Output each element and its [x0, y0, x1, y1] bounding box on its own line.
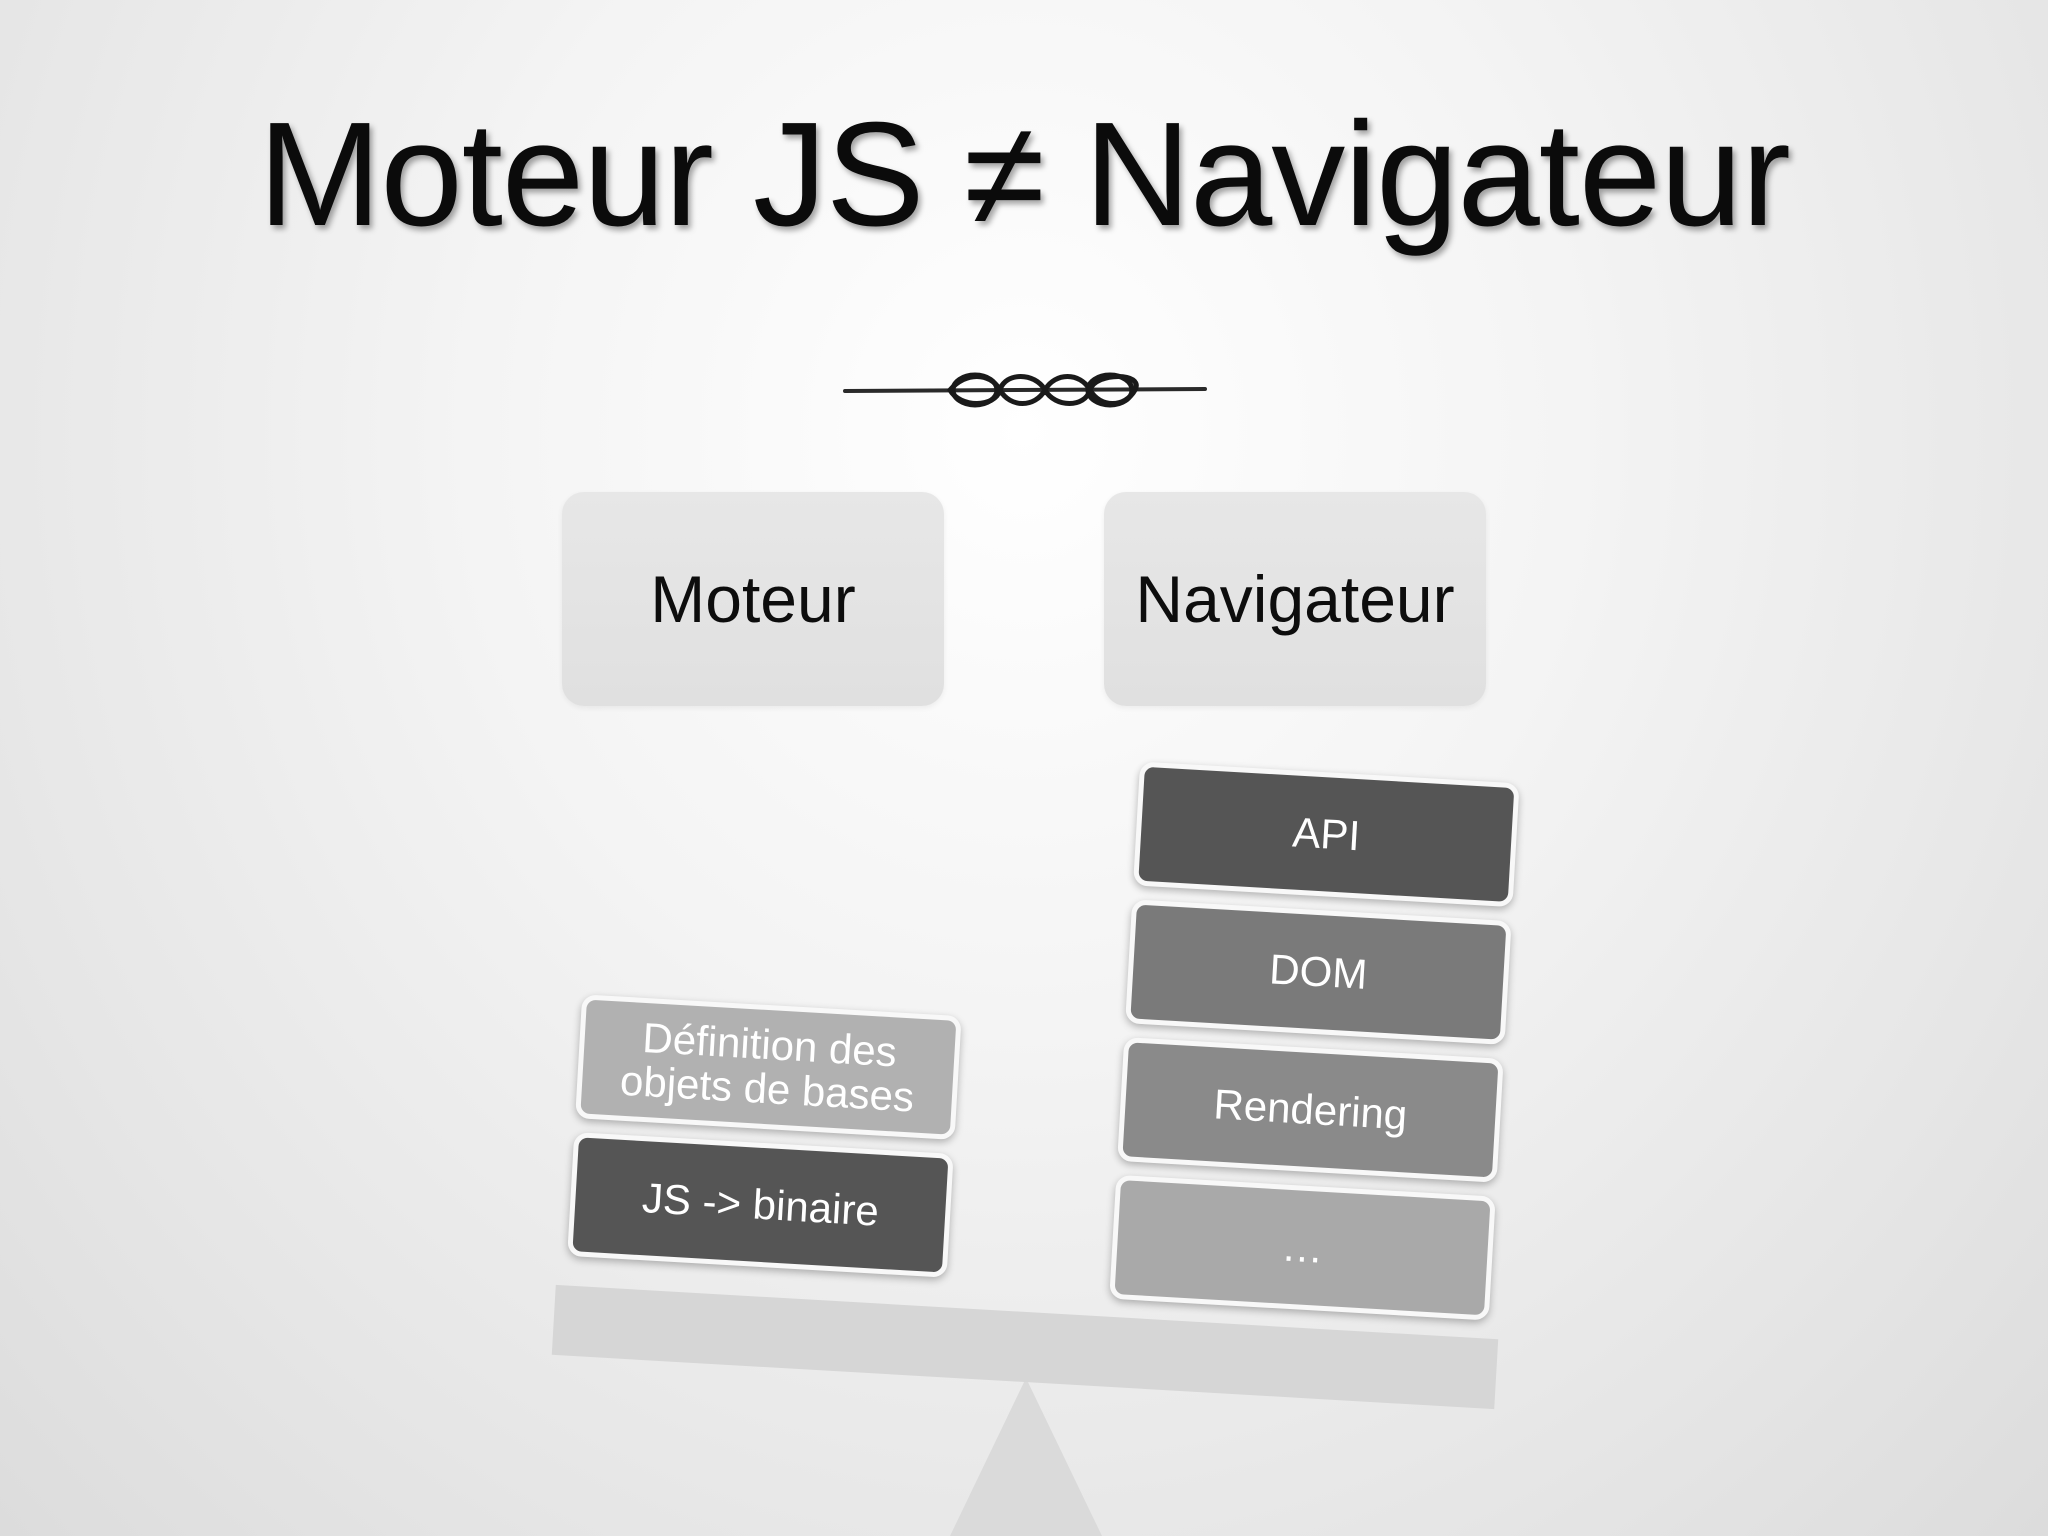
stack-block: API — [1133, 761, 1520, 908]
stack-block: Définition des objets de bases — [575, 994, 962, 1140]
moteur-header-label: Moteur — [650, 562, 856, 636]
stack-block: … — [1109, 1174, 1496, 1321]
moteur-header-box: Moteur — [562, 492, 944, 706]
navigateur-header-box: Navigateur — [1104, 492, 1486, 706]
block-label-dom: DOM — [1268, 945, 1369, 998]
navigateur-stack: API DOM Rendering … — [1108, 761, 1520, 1335]
stack-block: DOM — [1125, 899, 1512, 1045]
navigateur-header-label: Navigateur — [1135, 562, 1455, 636]
block-label-rendering: Rendering — [1212, 1080, 1409, 1139]
stack-block: JS -> binaire — [567, 1132, 954, 1278]
moteur-stack: Définition des objets de bases JS -> bin… — [566, 994, 962, 1291]
ornamental-divider — [843, 372, 1207, 408]
slide-title: Moteur JS ≠ Navigateur — [258, 92, 1791, 257]
block-label-definition: Définition des objets de bases — [618, 1013, 916, 1121]
block-label-js-binaire: JS -> binaire — [640, 1174, 881, 1235]
block-label-ellipsis: … — [1280, 1222, 1325, 1272]
block-label-api: API — [1291, 808, 1362, 860]
stack-block: Rendering — [1117, 1037, 1504, 1183]
